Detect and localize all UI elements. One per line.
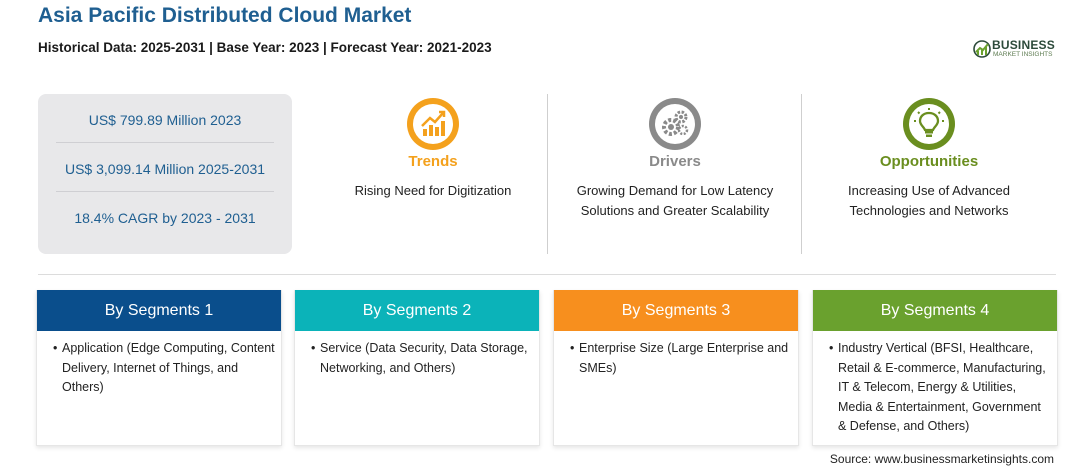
- bullet-icon: •: [311, 341, 316, 355]
- segment-body: • Enterprise Size (Large Enterprise and …: [554, 331, 798, 378]
- market-stats-box: US$ 799.89 Million 2023 US$ 3,099.14 Mil…: [38, 94, 292, 254]
- segment-title: By Segments 4: [813, 290, 1057, 331]
- segment-body: • Industry Vertical (BFSI, Healthcare, R…: [813, 331, 1057, 437]
- segment-title: By Segments 2: [295, 290, 539, 331]
- segment-body: • Application (Edge Computing, Content D…: [37, 331, 281, 398]
- segment-body: • Service (Data Security, Data Storage, …: [295, 331, 539, 378]
- lightbulb-icon: [903, 98, 955, 150]
- factor-label: Drivers: [649, 153, 701, 170]
- logo-tagline: MARKET INSIGHTS: [993, 51, 1053, 58]
- factor-label: Opportunities: [879, 153, 979, 170]
- stat-divider: [56, 191, 274, 192]
- factor-label: Trends: [408, 153, 458, 170]
- source-link[interactable]: Source: www.businessmarketinsights.com: [829, 452, 1054, 466]
- segment-text: Service (Data Security, Data Storage, Ne…: [320, 341, 528, 375]
- stat-market-value-2023: US$ 799.89 Million 2023: [88, 112, 242, 128]
- segment-card-4: By Segments 4 • Industry Vertical (BFSI,…: [812, 290, 1058, 446]
- factor-divider: [801, 94, 802, 254]
- segment-text: Industry Vertical (BFSI, Healthcare, Ret…: [838, 341, 1046, 433]
- logo-name: BUSINESS: [992, 38, 1055, 52]
- stat-divider: [56, 142, 274, 143]
- segment-title: By Segments 3: [554, 290, 798, 331]
- factor-drivers: Drivers Growing Demand for Low Latency S…: [560, 94, 790, 221]
- stat-cagr: 18.4% CAGR by 2023 - 2031: [74, 210, 256, 226]
- factor-text: Increasing Use of Advanced Technologies …: [848, 183, 1010, 218]
- segment-card-2: By Segments 2 • Service (Data Security, …: [294, 290, 540, 446]
- stat-market-value-forecast: US$ 3,099.14 Million 2025-2031: [64, 161, 266, 177]
- segment-title: By Segments 1: [37, 290, 281, 331]
- company-logo: BUSINESS MARKET INSIGHTS: [972, 36, 1062, 62]
- bullet-icon: •: [570, 341, 575, 355]
- factor-divider: [547, 94, 548, 254]
- segment-text: Application (Edge Computing, Content Del…: [62, 341, 275, 394]
- bullet-icon: •: [829, 341, 834, 355]
- segment-text: Enterprise Size (Large Enterprise and SM…: [579, 341, 789, 375]
- factor-text: Rising Need for Digitization: [354, 183, 512, 198]
- page-subtitle: Historical Data: 2025-2031 | Base Year: …: [38, 40, 492, 55]
- segment-card-3: By Segments 3 • Enterprise Size (Large E…: [553, 290, 799, 446]
- trend-chart-icon: [407, 98, 459, 150]
- page-title: Asia Pacific Distributed Cloud Market: [38, 4, 412, 27]
- bullet-icon: •: [53, 341, 58, 355]
- globe-logo-icon: [973, 40, 991, 58]
- section-divider: [38, 274, 1056, 275]
- factor-opportunities: Opportunities Increasing Use of Advanced…: [814, 94, 1044, 221]
- gears-icon: [649, 98, 701, 150]
- factor-text: Growing Demand for Low Latency Solutions…: [576, 183, 774, 218]
- factor-trends: Trends Rising Need for Digitization: [318, 94, 548, 201]
- segment-card-1: By Segments 1 • Application (Edge Comput…: [36, 290, 282, 446]
